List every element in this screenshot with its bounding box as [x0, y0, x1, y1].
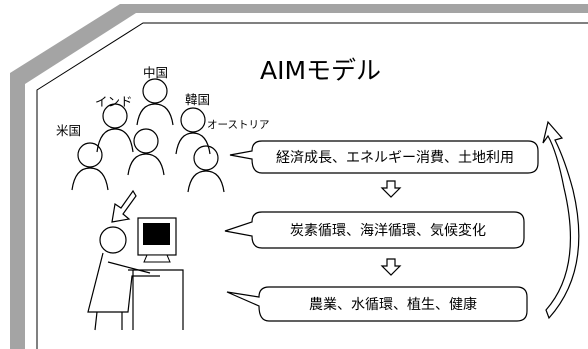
shadow-frame — [10, 4, 588, 349]
callout-economy: 経済成長、エネルギー消費、土地利用 — [229, 140, 539, 174]
callout-agriculture: 農業、水循環、植生、健康 — [226, 286, 528, 322]
panel-frame — [36, 22, 588, 349]
person-figure-australia — [187, 145, 225, 193]
user-head — [99, 226, 127, 254]
user-body — [87, 252, 160, 313]
label-usa: 米国 — [56, 123, 81, 138]
computer-user — [87, 226, 184, 331]
people-group — [71, 78, 225, 193]
down-arrow-2 — [380, 258, 402, 276]
label-korea: 韓国 — [185, 92, 210, 107]
label-china: 中国 — [143, 65, 168, 80]
callout-climate: 炭素循環、海洋循環、気候変化 — [224, 211, 525, 249]
computer-monitor — [137, 217, 177, 263]
person-figure-usa — [71, 142, 109, 191]
person-figure-korea — [175, 107, 211, 155]
chair-legs — [94, 311, 123, 331]
module-1-text: 経済成長、エネルギー消費、土地利用 — [276, 150, 514, 166]
person-figure-5 — [127, 128, 165, 176]
person-figure-india — [96, 103, 134, 153]
feedback-arrow — [542, 120, 580, 320]
label-australia: オーストリア — [207, 119, 269, 131]
user-arm — [107, 261, 151, 274]
diagram-title: AIMモデル — [260, 56, 381, 85]
module-2-text: 炭素循環、海洋循環、気候変化 — [290, 222, 486, 239]
person-figure-china — [136, 78, 174, 126]
down-arrow-1 — [380, 180, 402, 198]
desk — [128, 269, 184, 330]
down-left-arrow — [111, 189, 137, 223]
module-3-text: 農業、水循環、植生、健康 — [309, 296, 477, 313]
label-india: インド — [95, 94, 133, 109]
